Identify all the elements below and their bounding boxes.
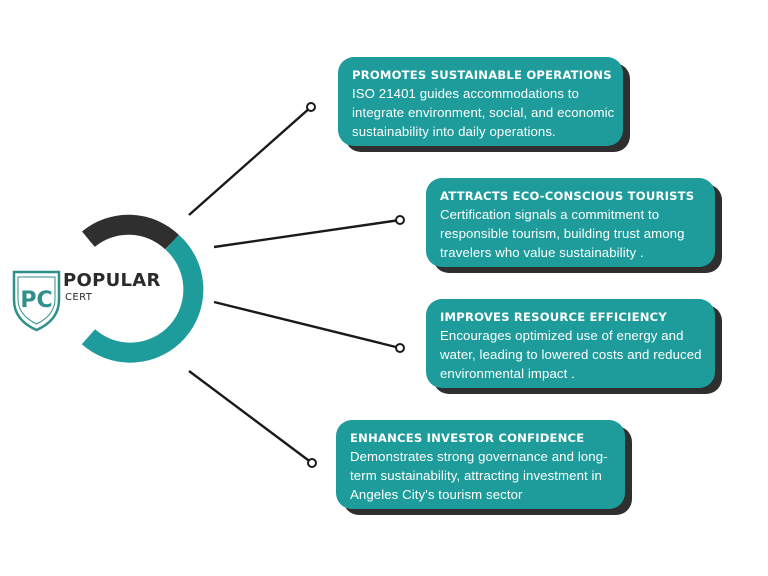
connector-dot-2 <box>395 215 405 225</box>
card-line: term sustainability, attracting investme… <box>350 468 602 483</box>
connector-dot-3 <box>395 343 405 353</box>
card-title: ENHANCES INVESTOR CONFIDENCE <box>350 431 585 445</box>
logo-subtext: CERT <box>65 292 93 303</box>
card-title: ATTRACTS ECO-CONSCIOUS TOURISTS <box>440 189 695 203</box>
benefit-card-resource-efficiency: IMPROVES RESOURCE EFFICIENCY Encourages … <box>426 299 715 388</box>
card-line: environmental impact . <box>440 366 575 381</box>
card-line: Angeles City's tourism sector <box>350 487 523 502</box>
card-title: IMPROVES RESOURCE EFFICIENCY <box>440 310 667 324</box>
card-line: ISO 21401 guides accommodations to <box>352 86 579 101</box>
card-description: Certification signals a commitment to re… <box>440 205 715 262</box>
connector-line-1 <box>188 106 312 216</box>
card-line: sustainability into daily operations. <box>352 124 556 139</box>
card-line: travelers who value sustainability . <box>440 245 644 260</box>
card-line: water, leading to lowered costs and redu… <box>440 347 702 362</box>
benefit-card-investor-confidence: ENHANCES INVESTOR CONFIDENCE Demonstrate… <box>336 420 625 509</box>
benefit-card-eco-conscious-tourists: ATTRACTS ECO-CONSCIOUS TOURISTS Certific… <box>426 178 715 267</box>
card-line: integrate environment, social, and econo… <box>352 105 615 120</box>
card-description: ISO 21401 guides accommodations to integ… <box>352 84 623 141</box>
card-line: Demonstrates strong governance and long- <box>350 449 608 464</box>
shield-logo-icon: PC <box>12 270 61 332</box>
card-description: Demonstrates strong governance and long-… <box>350 447 625 504</box>
logo-wordmark: POPULAR <box>63 270 161 291</box>
connector-dot-1 <box>306 102 316 112</box>
connector-line-3 <box>213 300 401 350</box>
ring-dark-arc <box>82 214 180 250</box>
card-description: Encourages optimized use of energy and w… <box>440 326 715 383</box>
connector-line-4 <box>188 370 313 464</box>
card-title: PROMOTES SUSTAINABLE OPERATIONS <box>352 68 612 82</box>
connector-dot-4 <box>307 458 317 468</box>
card-line: Certification signals a commitment to <box>440 207 660 222</box>
ring-teal-arc <box>81 234 204 363</box>
card-line: Encourages optimized use of energy and <box>440 328 684 343</box>
benefit-card-sustainable-operations: PROMOTES SUSTAINABLE OPERATIONS ISO 2140… <box>338 57 623 146</box>
card-line: responsible tourism, building trust amon… <box>440 226 685 241</box>
logo-mark: PC <box>20 288 52 313</box>
connector-line-2 <box>213 218 401 249</box>
